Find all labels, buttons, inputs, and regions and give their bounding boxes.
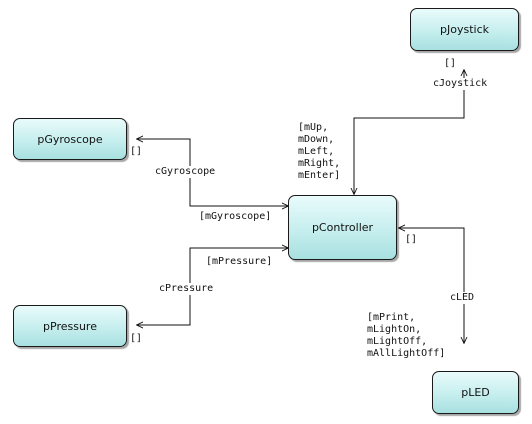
message-label-joystick-messages: [mUp, mDown, mLeft, mRight, mEnter] [298,122,341,181]
channel-label-led: cLED [448,292,477,304]
node-pcontroller[interactable]: pController [288,195,397,260]
joystick-link-down [354,112,465,194]
message-label-pressure-reply: [] [130,333,143,344]
message-label-controller-reply: [] [405,234,418,245]
node-ppressure[interactable]: pPressure [13,305,127,347]
node-pled[interactable]: pLED [432,371,519,414]
channel-label-pressure: cPressure [157,283,216,295]
node-pgyroscope[interactable]: pGyroscope [13,118,127,160]
node-pjoystick[interactable]: pJoystick [410,8,519,51]
message-label-gyroscope-messages: [mGyroscope] [199,211,272,222]
message-label-pressure-messages: [mPressure] [206,256,273,267]
message-label-led-messages: [mPrint, mLightOn, mLightOff, mAllLightO… [367,312,446,359]
pressure-link-right [189,248,288,276]
led-link-up [399,228,465,288]
channel-label-joystick: cJoystick [431,78,490,90]
gyroscope-link-left [137,139,191,185]
message-label-gyroscope-reply: [] [130,146,143,157]
message-label-joystick-reply: [] [444,58,457,69]
channel-label-gyroscope: cGyroscope [153,166,218,178]
gyroscope-link-right [189,185,288,206]
